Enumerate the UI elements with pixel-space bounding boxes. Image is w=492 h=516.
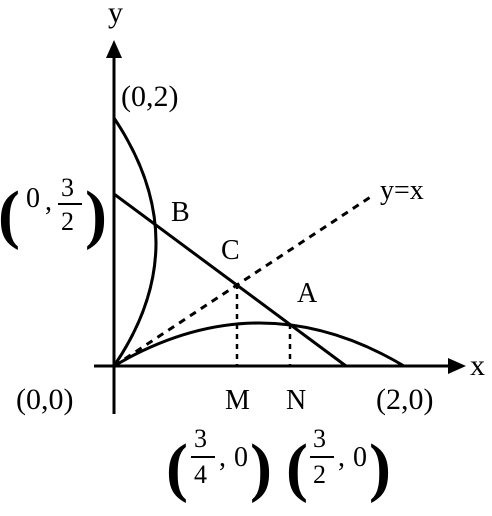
n-open-paren: (	[286, 431, 308, 504]
point-right-label: (2,0)	[376, 383, 433, 416]
point-origin-label: (0,0)	[16, 383, 73, 416]
y-intercept-den: 2	[61, 207, 74, 236]
x-axis-label: x	[470, 349, 485, 382]
y-intercept-x: 0	[26, 183, 40, 214]
point-n-label: N	[286, 385, 306, 416]
m-num: 3	[194, 424, 207, 453]
point-c-label: C	[221, 235, 240, 266]
n-close-paren: )	[369, 431, 391, 504]
m-close-paren: )	[250, 431, 272, 504]
y-intercept-coordinate: ( 0 , 3 2 )	[0, 173, 107, 251]
m-coordinate: ( 3 4 , 0 )	[166, 424, 272, 504]
y-intercept-open-paren: (	[0, 178, 20, 251]
line-y-equals-x-label: y=x	[380, 175, 424, 206]
y-intercept-close-paren: )	[85, 178, 107, 251]
parabola-x-opening	[112, 117, 158, 367]
y-intercept-comma: ,	[45, 186, 52, 217]
n-num: 3	[313, 424, 326, 453]
point-a-label: A	[297, 278, 318, 309]
axes	[94, 40, 466, 414]
x-axis-arrow	[448, 358, 466, 374]
n-coordinate: ( 3 2 , 0 )	[286, 424, 391, 504]
m-y: 0	[234, 442, 248, 473]
point-m-label: M	[225, 385, 250, 416]
n-y: 0	[353, 442, 367, 473]
point-top-label: (0,2)	[121, 80, 178, 113]
chord-line	[113, 192, 347, 368]
m-comma: ,	[219, 442, 226, 473]
n-den: 2	[313, 460, 326, 489]
y-axis-label: y	[108, 0, 123, 29]
y-intercept-num: 3	[61, 173, 74, 202]
m-open-paren: (	[166, 431, 188, 504]
n-comma: ,	[338, 442, 345, 473]
y-axis-arrow	[106, 40, 122, 58]
m-den: 4	[194, 460, 207, 489]
point-b-label: B	[171, 197, 190, 228]
parabola-y-opening	[113, 321, 405, 368]
